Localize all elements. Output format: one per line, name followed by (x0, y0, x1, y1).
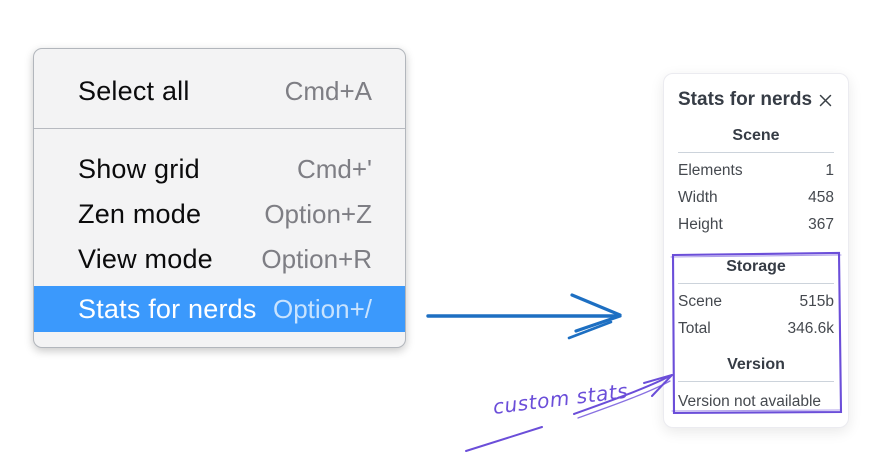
stat-value: 458 (808, 189, 834, 206)
stats-panel: Stats for nerds Scene Elements 1 Width 4… (663, 73, 849, 428)
flow-arrow (426, 293, 622, 340)
stat-label: Width (678, 189, 718, 206)
section-storage: Storage Scene 515b Total 346.6k (678, 258, 834, 342)
stat-label: Total (678, 320, 711, 337)
version-message: Version not available (678, 393, 822, 410)
section-header: Scene (678, 127, 834, 153)
menu-item-shortcut: Cmd+' (296, 154, 372, 184)
stats-panel-header: Stats for nerds (678, 89, 834, 111)
menu-item-show-grid[interactable]: Show grid Cmd+' (34, 147, 405, 192)
stat-value: 367 (808, 216, 834, 233)
menu-section-top: Select all Cmd+A (34, 62, 405, 120)
stat-value: 515b (799, 293, 834, 310)
stat-row-width: Width 458 (678, 184, 834, 211)
section-header: Storage (678, 258, 834, 284)
menu-item-label: Stats for nerds (78, 293, 257, 324)
menu-item-label: View mode (78, 244, 213, 274)
menu-item-shortcut: Option+Z (264, 199, 372, 229)
stat-value: 1 (825, 162, 834, 179)
stat-row-height: Height 367 (678, 211, 834, 238)
menu-item-label: Select all (78, 75, 190, 106)
menu-item-shortcut: Cmd+A (284, 75, 372, 106)
stat-label: Elements (678, 162, 743, 179)
menu-item-label: Show grid (78, 154, 200, 184)
menu-item-shortcut: Option+R (261, 244, 372, 274)
menu-item-view-mode[interactable]: View mode Option+R (34, 237, 405, 282)
stat-row-total-size: Total 346.6k (678, 315, 834, 342)
section-header: Version (678, 356, 834, 382)
menu-item-zen-mode[interactable]: Zen mode Option+Z (34, 192, 405, 237)
section-scene: Scene Elements 1 Width 458 Height 367 (678, 127, 834, 238)
section-version: Version Version not available (678, 356, 834, 413)
close-icon[interactable] (816, 91, 834, 109)
menu-divider (34, 128, 405, 129)
context-menu: Select all Cmd+A Show grid Cmd+' Zen mod… (33, 48, 406, 348)
stat-value: 346.6k (787, 320, 834, 337)
panel-title: Stats for nerds (678, 89, 813, 110)
menu-item-label: Zen mode (78, 199, 202, 229)
menu-item-select-all[interactable]: Select all Cmd+A (34, 62, 405, 120)
menu-item-shortcut: Option+/ (272, 293, 372, 324)
stat-row-scene-size: Scene 515b (678, 288, 834, 315)
annotation-custom-stats-label: custom stats (491, 378, 630, 419)
stat-row-elements: Elements 1 (678, 157, 834, 184)
menu-item-stats-for-nerds[interactable]: Stats for nerds Option+/ (34, 286, 405, 332)
stat-label: Height (678, 216, 723, 233)
menu-section-bottom: Show grid Cmd+' Zen mode Option+Z View m… (34, 129, 405, 332)
stat-label: Scene (678, 293, 722, 310)
